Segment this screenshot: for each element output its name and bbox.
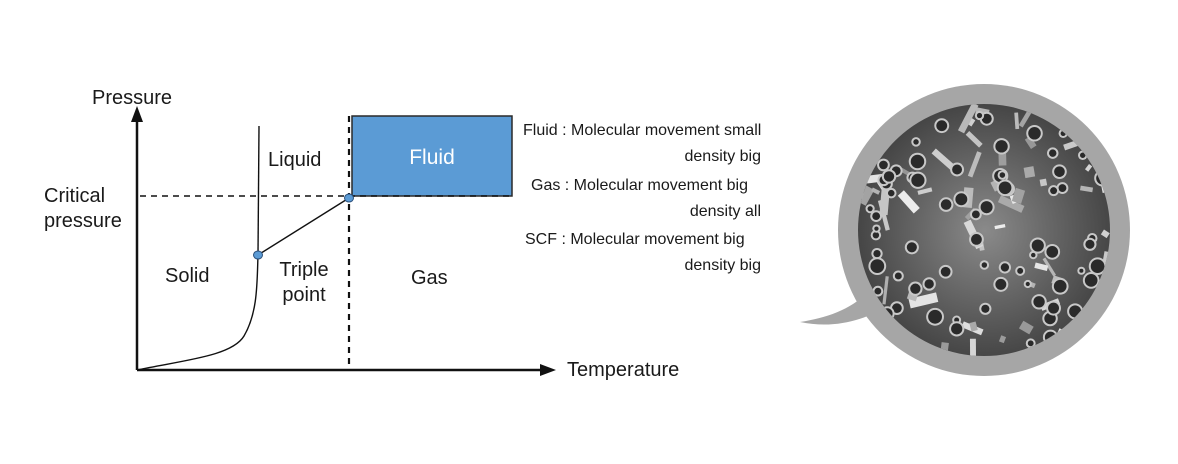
- region-label-gas: Gas: [411, 267, 448, 289]
- x-axis-arrow: [540, 364, 556, 376]
- fluid-region: [351, 115, 513, 197]
- y-axis-label: Pressure: [92, 87, 173, 109]
- note-scf-line2: density big: [684, 257, 762, 275]
- region-label-fluid: Fluid: [409, 146, 455, 169]
- sublimation-melting-curve: [136, 254, 259, 371]
- micrograph-image: [858, 104, 1110, 356]
- note-scf: SCF : Molecular movement big density big: [525, 230, 761, 275]
- note-fluid-line2: density big: [684, 148, 762, 166]
- note-scf-line1: SCF : Molecular movement big: [525, 231, 745, 248]
- y-axis-arrow: [131, 106, 143, 122]
- axes: [131, 106, 556, 376]
- critical-pressure-label: Critical pressure: [44, 184, 122, 234]
- note-fluid-line1: Fluid : Molecular movement small: [523, 122, 762, 139]
- x-axis-label: Temperature: [567, 359, 680, 381]
- critical-point-marker: [344, 193, 354, 203]
- melting-curve: [257, 125, 260, 256]
- triple-point-marker: [253, 250, 263, 260]
- note-gas-line2: density all: [689, 203, 761, 221]
- triple-point-label: Triple point: [270, 258, 338, 308]
- region-label-solid: Solid: [165, 265, 210, 287]
- note-fluid: Fluid : Molecular movement small density…: [523, 121, 761, 166]
- note-gas-line1: Gas : Molecular movement big: [531, 177, 748, 194]
- triple-point-label-line2: point: [282, 284, 326, 306]
- vaporization-curve: [257, 197, 350, 256]
- region-label-liquid: Liquid: [268, 149, 322, 171]
- critical-pressure-label-line1: Critical: [44, 185, 106, 207]
- triple-point-label-line1: Triple: [279, 259, 329, 281]
- speech-bubble: [800, 84, 1130, 376]
- critical-pressure-label-line2: pressure: [44, 210, 122, 232]
- note-gas: Gas : Molecular movement big density all: [531, 176, 761, 221]
